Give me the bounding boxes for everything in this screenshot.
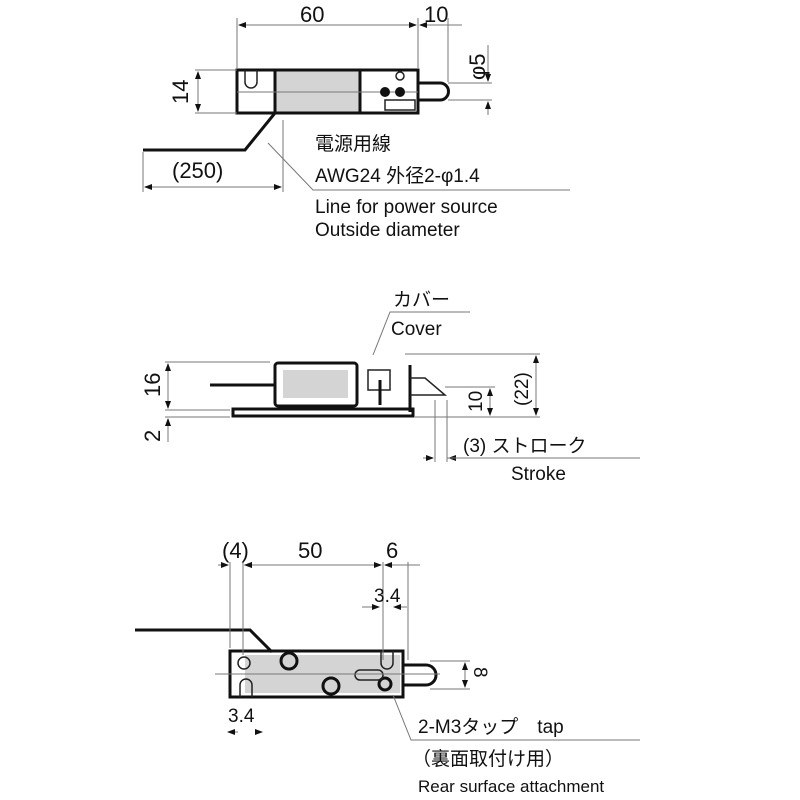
- bottom-body: [135, 628, 440, 699]
- bottom-view: (4) 50 6 3.4 3.4 8 2-M3タップ tap （裏面取付け用） …: [135, 538, 640, 796]
- dim-16: 16: [140, 373, 165, 397]
- bottom-dimensions: (4) 50 6 3.4 3.4 8: [218, 538, 490, 735]
- wire-spec: AWG24 外径2-φ1.4: [315, 165, 480, 187]
- bottom-pin: [403, 663, 438, 687]
- wire-label-en: Line for power source: [315, 197, 498, 218]
- side-dimensions: 16 2 (22) 10: [140, 353, 640, 462]
- dim-50: 50: [298, 538, 322, 563]
- stroke-label-jp: (3) ストローク: [463, 435, 587, 457]
- cover-label-en: Cover: [391, 319, 442, 340]
- top-view: 60 10 14 φ5 (250) 電源用線 AWG24 外径2-φ1.4 Li…: [142, 2, 570, 241]
- dim-14: 14: [168, 80, 193, 104]
- side-plunger: [410, 377, 448, 396]
- side-body: [210, 361, 448, 418]
- top-dimensions: 60 10 14 φ5 (250): [142, 2, 492, 192]
- dim-3-4-bottom: 3.4: [228, 706, 255, 727]
- stroke-label-en: Stroke: [511, 464, 566, 485]
- dim-10: 10: [424, 2, 448, 27]
- dim-6: 6: [386, 538, 398, 563]
- wire-label-jp: 電源用線: [315, 133, 391, 155]
- bottom-wire: [135, 628, 274, 654]
- cover-leader: [372, 311, 470, 356]
- dim-22: (22): [512, 372, 533, 406]
- cover-label-jp: カバー: [393, 290, 450, 311]
- top-pin: [418, 81, 450, 102]
- tap-label: 2-M3タップ tap: [418, 716, 564, 738]
- dim-phi5: φ5: [465, 53, 490, 80]
- tap-note-en: Rear surface attachment: [418, 777, 604, 796]
- wire-label-en2: Outside diameter: [315, 220, 460, 241]
- dim-10-plunger: 10: [466, 391, 487, 412]
- dim-8: 8: [469, 667, 490, 678]
- dim-4: (4): [222, 538, 249, 563]
- top-body: [235, 68, 450, 115]
- dim-2: 2: [140, 430, 165, 442]
- tap-leader: [392, 694, 640, 741]
- top-wire: [143, 112, 277, 152]
- dim-60: 60: [300, 2, 324, 27]
- dim-250: (250): [172, 158, 223, 183]
- tap-note-jp: （裏面取付け用）: [412, 748, 564, 770]
- dim-3-4-top: 3.4: [374, 586, 401, 607]
- side-view: 16 2 (22) 10 カバー Cover (3) ストローク Stroke: [140, 290, 640, 485]
- wire-leader: [267, 142, 570, 191]
